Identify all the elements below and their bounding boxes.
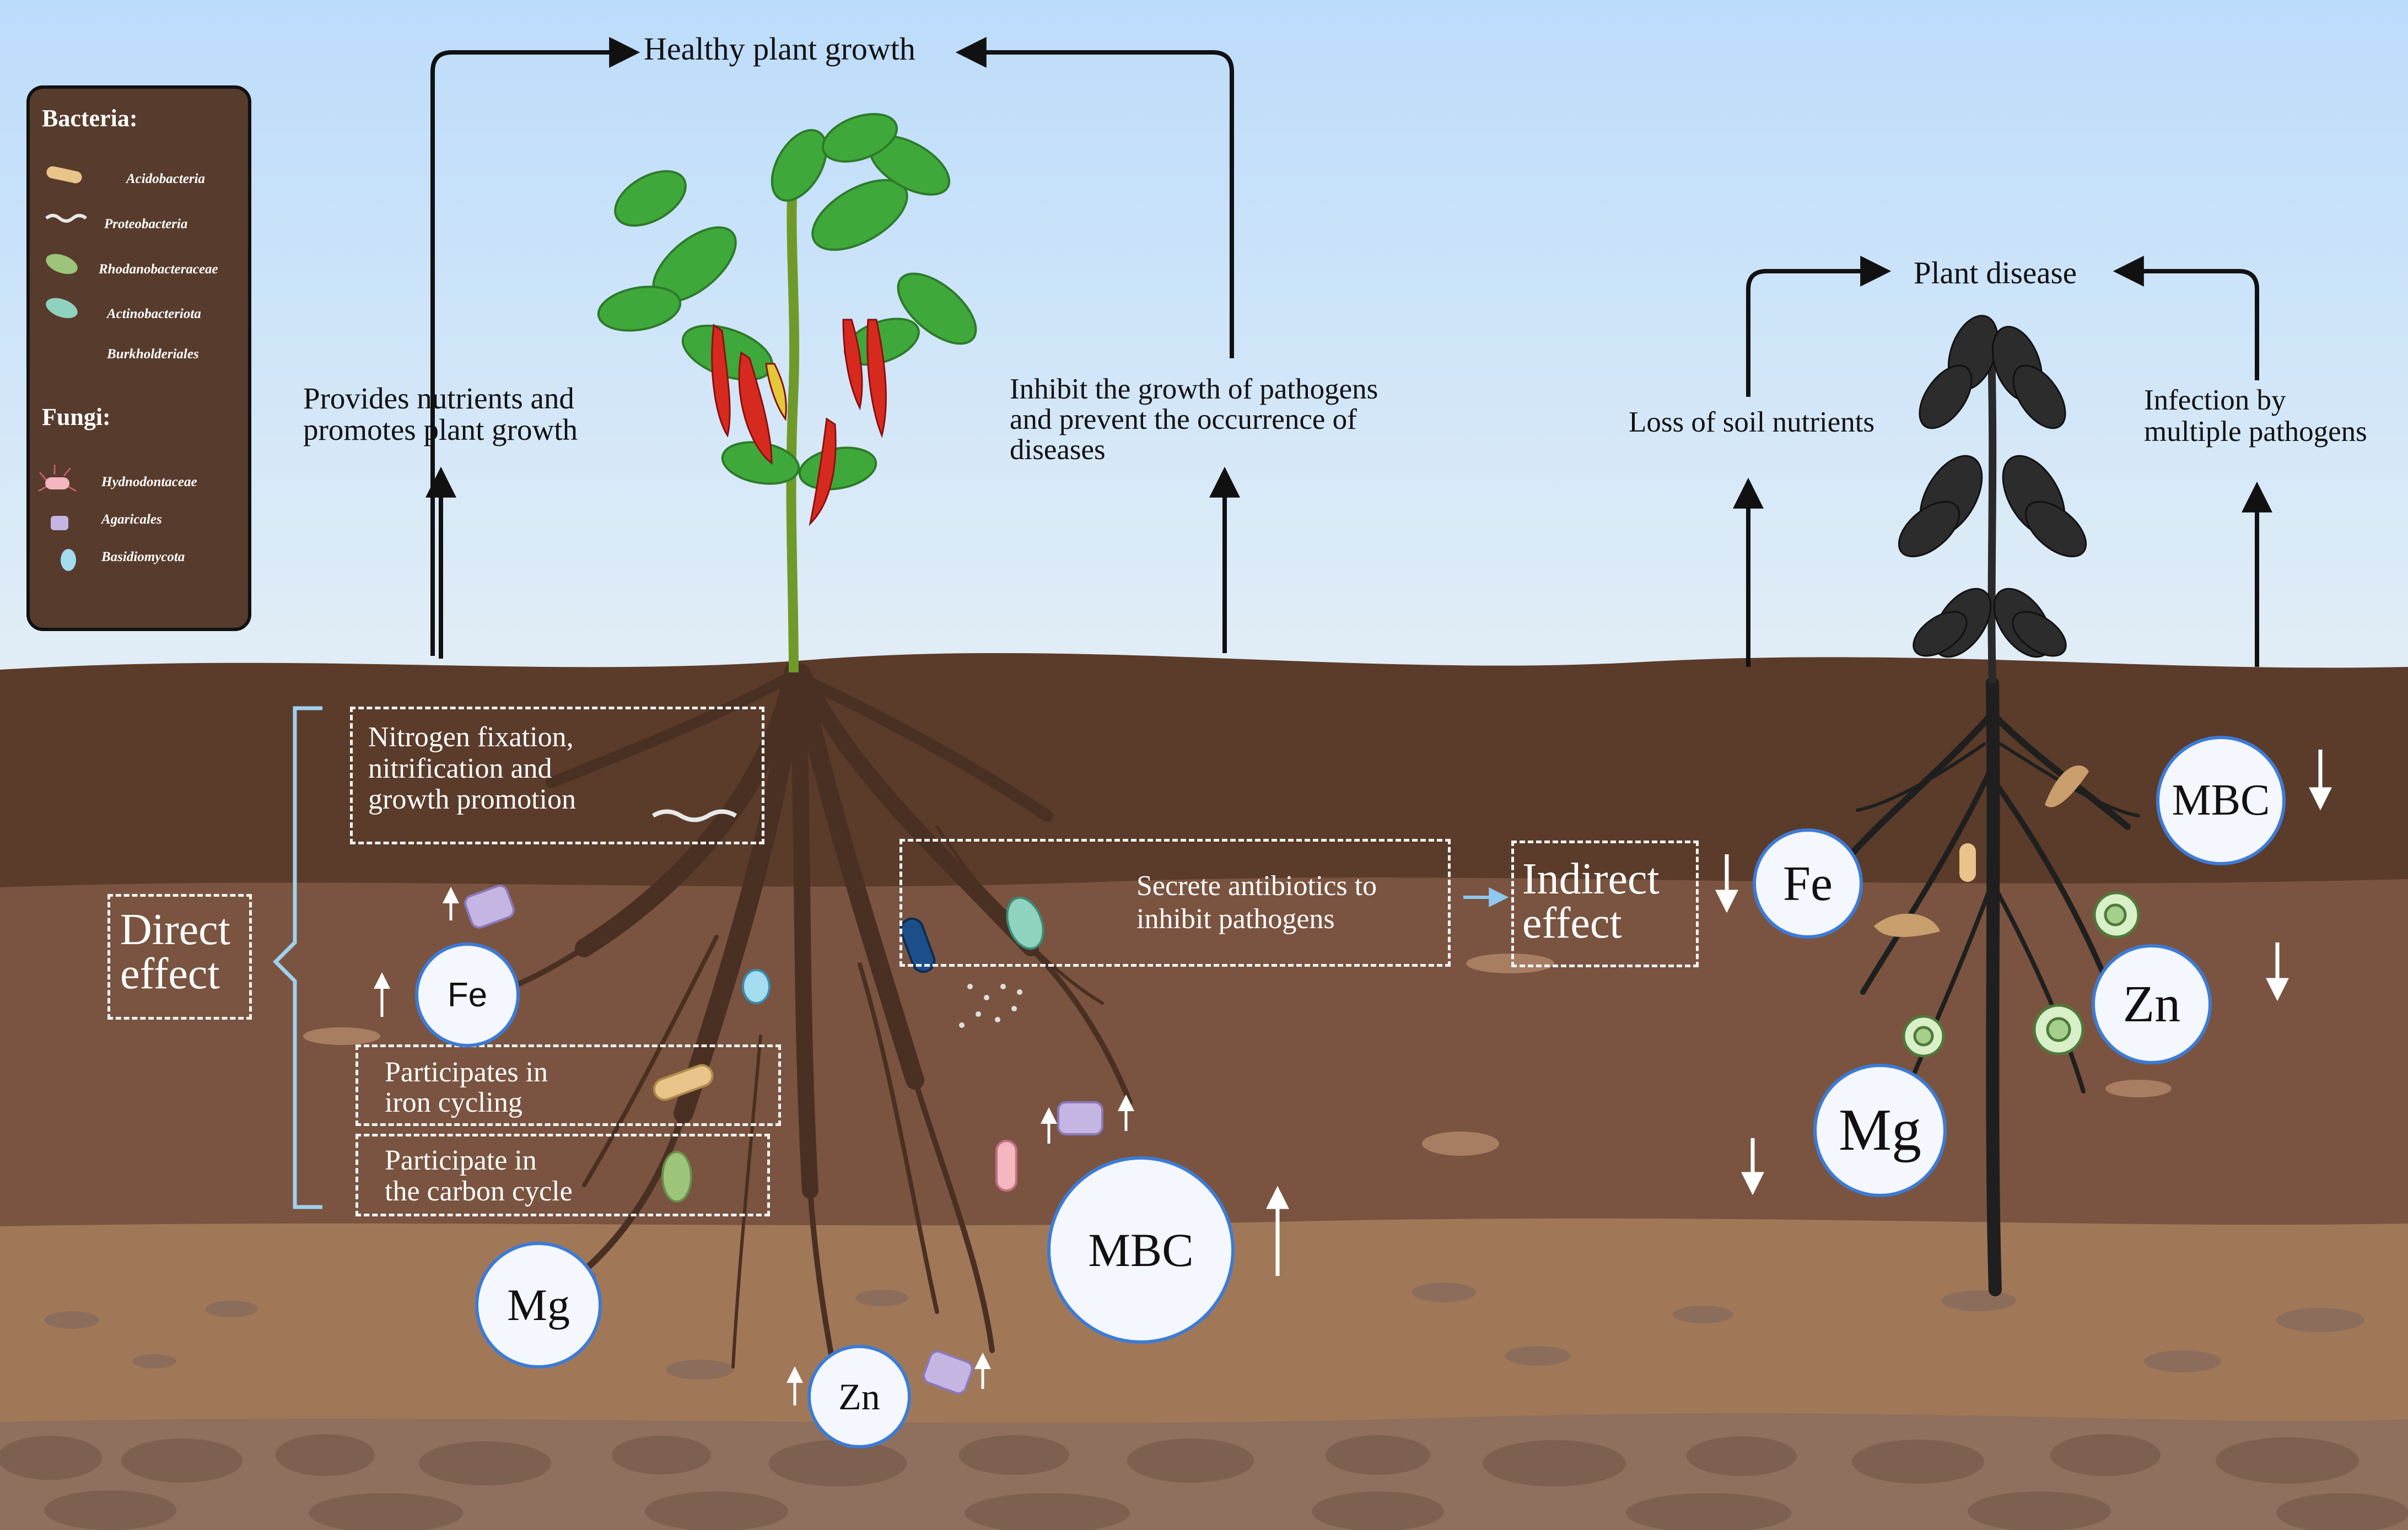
actinobacteriota-microbe <box>1006 896 1044 950</box>
carbon-line-2: the carbon cycle <box>385 1176 573 1207</box>
healthy-zn-circle: Zn <box>807 1345 911 1448</box>
healthy-microbes <box>464 809 1103 1394</box>
healthy-plant-stem <box>786 165 800 673</box>
antibiotics-box: Secrete antibiotics to inhibit pathogens <box>899 839 1451 967</box>
agaricales-icon <box>51 516 68 530</box>
arrow-disease-left <box>1746 256 1892 397</box>
healthy-plant-growth-title: Healthy plant growth <box>644 31 915 67</box>
legend-hydnodontaceae: Hydnodontaceae <box>101 475 197 489</box>
indirect-effect-box: Indirect effect <box>1511 841 1699 967</box>
legend-basidiomycota: Basidiomycota <box>101 549 185 564</box>
increase-arrows <box>374 887 1289 1405</box>
hydnodontaceae-body-icon <box>45 477 69 489</box>
disease-microbes <box>1874 765 2140 1058</box>
chili-peppers <box>711 319 887 526</box>
indirect-effect-line-2: effect <box>1522 899 1622 947</box>
legend-icons <box>38 166 87 571</box>
iron-line-1: Participates in <box>385 1057 548 1088</box>
inhibit-label-line-2: and prevent the occurrence of <box>1010 403 1357 435</box>
nutrients-label-line-1: Provides nutrients and <box>303 381 574 415</box>
healthy-mbc-circle: MBC <box>1047 1156 1235 1344</box>
decrease-arrows <box>1715 750 2332 1195</box>
direct-effect-bracket <box>273 706 322 1209</box>
nitrogen-line-2: nitrification and <box>368 753 552 784</box>
direct-effect-line-1: Direct <box>120 906 230 954</box>
arrow-disease-right <box>2113 256 2259 380</box>
legend-burkholderiales: Burkholderiales <box>107 347 199 362</box>
legend-actinobacteriota: Actinobacteriota <box>107 306 201 321</box>
agaricales-microbe-3 <box>923 1350 973 1394</box>
inhibit-label-line-3: diseases <box>1010 434 1106 466</box>
pathogen-spindle-1 <box>2045 765 2089 807</box>
legend-bacteria-title: Bacteria: <box>42 105 138 132</box>
legend-acidobacteria: Acidobacteria <box>126 171 206 186</box>
legend-proteobacteria: Proteobacteria <box>104 217 188 231</box>
legend-rhodanobacteraceae: Rhodanobacteraceae <box>99 262 218 277</box>
legend-agaricales: Agaricales <box>101 512 162 527</box>
basidiomycota-microbe <box>742 969 771 1004</box>
diseased-plant-leaves <box>1898 315 2087 658</box>
carbon-line-1: Participate in <box>385 1145 537 1176</box>
loss-of-soil-nutrients-label: Loss of soil nutrients <box>1629 406 1875 438</box>
iron-cycling-box: Participates in iron cycling <box>355 1044 781 1126</box>
iron-line-2: iron cycling <box>385 1087 522 1118</box>
pathogen-dots <box>959 984 1022 1028</box>
arrow-healthy-right <box>955 37 1234 358</box>
nutrients-label-line-2: promotes plant growth <box>303 413 578 446</box>
actinobacteriota-icon <box>46 298 78 319</box>
acidobacteria-microbe <box>653 1064 714 1101</box>
acidobacteria-icon <box>46 166 82 184</box>
pathogen-spores <box>1902 891 2140 1058</box>
disease-zn-circle: Zn <box>2092 944 2212 1064</box>
hydnodontaceae-icon <box>38 465 77 492</box>
nitrogen-line-3: growth promotion <box>368 784 576 815</box>
inhibit-label-line-1: Inhibit the growth of pathogens <box>1010 373 1378 405</box>
sky <box>0 0 2408 694</box>
deep-pebbles <box>0 1434 2408 1530</box>
direct-effect-box: Direct effect <box>107 894 252 1020</box>
agaricales-microbe-2 <box>1057 1101 1103 1135</box>
diseased-plant-roots <box>1843 677 2140 1296</box>
nitrogen-line-1: Nitrogen fixation, <box>368 721 574 753</box>
healthy-mg-circle: Mg <box>475 1242 602 1369</box>
proteobacteria-icon <box>45 214 87 223</box>
legend-fungi-title: Fungi: <box>42 403 111 430</box>
indirect-effect-line-1: Indirect <box>1522 855 1660 903</box>
rhodanobacteraceae-icon <box>46 254 78 274</box>
antibiotics-line-1: Secrete antibiotics to <box>1136 870 1377 902</box>
proteobacteria-microbe <box>651 809 737 822</box>
hydnodontaceae-microbe <box>995 1140 1017 1192</box>
rhodanobacteraceae-microbe <box>661 1151 692 1203</box>
disease-fe-circle: Fe <box>1753 828 1863 939</box>
mid-pebbles <box>303 953 2172 1156</box>
nitrogen-fixation-box: Nitrogen fixation, nitrification and gro… <box>350 707 764 844</box>
agaricales-microbe <box>464 885 515 929</box>
disease-mbc-circle: MBC <box>2156 736 2286 865</box>
pathogen-spindle-2 <box>1874 913 1940 937</box>
antibiotics-line-2: inhibit pathogens <box>1136 903 1335 935</box>
diseased-plant-stem <box>1987 330 1997 684</box>
direct-effect-line-2: effect <box>120 950 220 998</box>
infection-label-line-2: multiple pathogens <box>2144 416 2367 448</box>
healthy-plant-leaves <box>597 113 977 491</box>
infection-label-line-1: Infection by <box>2144 384 2286 416</box>
basidiomycota-icon <box>61 549 76 571</box>
carbon-cycle-box: Participate in the carbon cycle <box>355 1134 770 1216</box>
burkholderiales-microbe <box>899 917 936 973</box>
legend-panel: Bacteria: Acidobacteria Proteobacteria R… <box>26 85 251 631</box>
plant-disease-title: Plant disease <box>1914 256 2077 290</box>
arrow-healthy-left <box>430 37 640 656</box>
healthy-fe-circle: Fe <box>415 942 520 1047</box>
disease-mg-circle: Mg <box>1813 1064 1947 1197</box>
pathogen-rod <box>1959 843 1976 882</box>
